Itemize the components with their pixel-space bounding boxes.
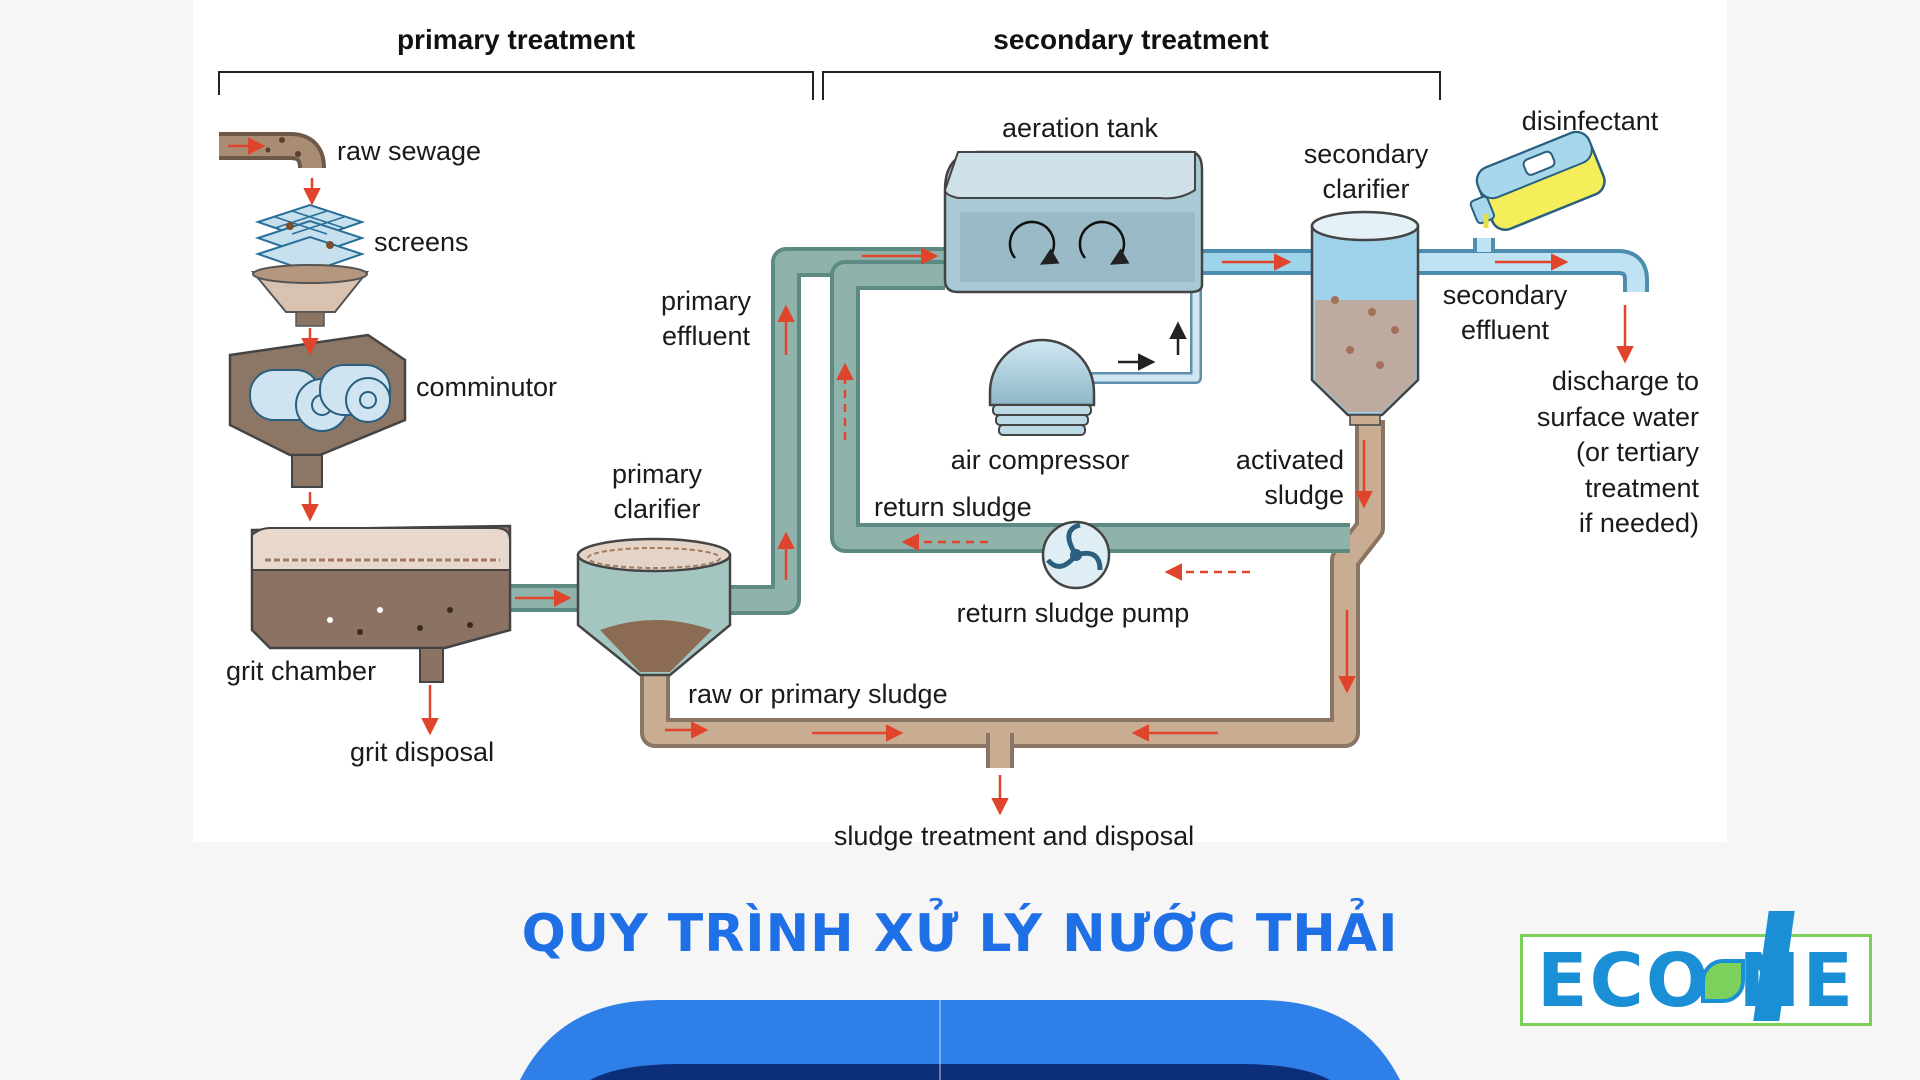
label-secondary-effluent-line1: secondary xyxy=(1443,280,1568,310)
label-discharge-line2: surface water xyxy=(1537,402,1699,432)
label-grit-disposal: grit disposal xyxy=(350,737,494,767)
label-discharge-line5: if needed) xyxy=(1579,508,1699,538)
screens-icon xyxy=(250,203,370,327)
disinfectant-jug-icon xyxy=(1469,130,1606,232)
primary-treatment-header: primary treatment xyxy=(397,24,635,55)
label-comminutor: comminutor xyxy=(416,372,557,402)
label-aeration-tank: aeration tank xyxy=(1002,113,1159,143)
label-discharge-line3: (or tertiary xyxy=(1576,437,1700,467)
label-raw-primary-sludge: raw or primary sludge xyxy=(688,679,948,709)
diagram-panel xyxy=(193,0,1727,842)
label-disinfectant: disinfectant xyxy=(1522,106,1659,136)
logo-wordmark: ECO NE xyxy=(1537,938,1856,1024)
label-secondary-clarifier-line2: clarifier xyxy=(1322,174,1409,204)
aeration-tank-icon xyxy=(943,150,1204,294)
label-grit-chamber: grit chamber xyxy=(226,656,376,686)
return-sludge-pump-icon xyxy=(1041,520,1111,590)
flow-arrows xyxy=(228,137,1634,816)
label-discharge-line1: discharge to xyxy=(1552,366,1699,396)
label-primary-clarifier-line2: clarifier xyxy=(613,494,700,524)
bottom-arch-decoration xyxy=(520,1000,1400,1080)
leaf-icon xyxy=(1701,959,1745,1003)
page-banner-title: QUY TRÌNH XỬ LÝ NƯỚC THẢI xyxy=(521,904,1399,964)
air-compressor-icon xyxy=(988,338,1096,436)
label-screens: screens xyxy=(374,227,469,257)
label-sludge-treatment: sludge treatment and disposal xyxy=(834,821,1194,851)
label-activated-sludge-line1: activated xyxy=(1236,445,1344,475)
label-primary-effluent-line1: primary xyxy=(661,286,752,316)
label-secondary-effluent-line2: effluent xyxy=(1461,315,1550,345)
label-primary-effluent-line2: effluent xyxy=(662,321,751,351)
secondary-treatment-header: secondary treatment xyxy=(993,24,1268,55)
label-return-sludge-pump: return sludge pump xyxy=(957,598,1190,628)
label-return-sludge: return sludge xyxy=(874,492,1032,522)
label-air-compressor: air compressor xyxy=(951,445,1130,475)
label-activated-sludge-line2: sludge xyxy=(1264,480,1344,510)
ecoone-logo: ECO NE xyxy=(1520,911,1872,1026)
raw-sewage-pipe xyxy=(219,132,326,169)
primary-bracket xyxy=(218,71,814,100)
label-raw-sewage: raw sewage xyxy=(337,136,481,166)
label-primary-clarifier-line1: primary xyxy=(612,459,703,489)
primary-clarifier-icon xyxy=(576,537,732,677)
comminutor-icon xyxy=(228,333,407,488)
secondary-bracket xyxy=(822,71,1441,100)
label-secondary-clarifier-line1: secondary xyxy=(1304,139,1429,169)
secondary-clarifier-icon xyxy=(1310,210,1420,426)
grit-chamber-icon xyxy=(250,524,512,683)
label-discharge-line4: treatment xyxy=(1585,473,1700,503)
